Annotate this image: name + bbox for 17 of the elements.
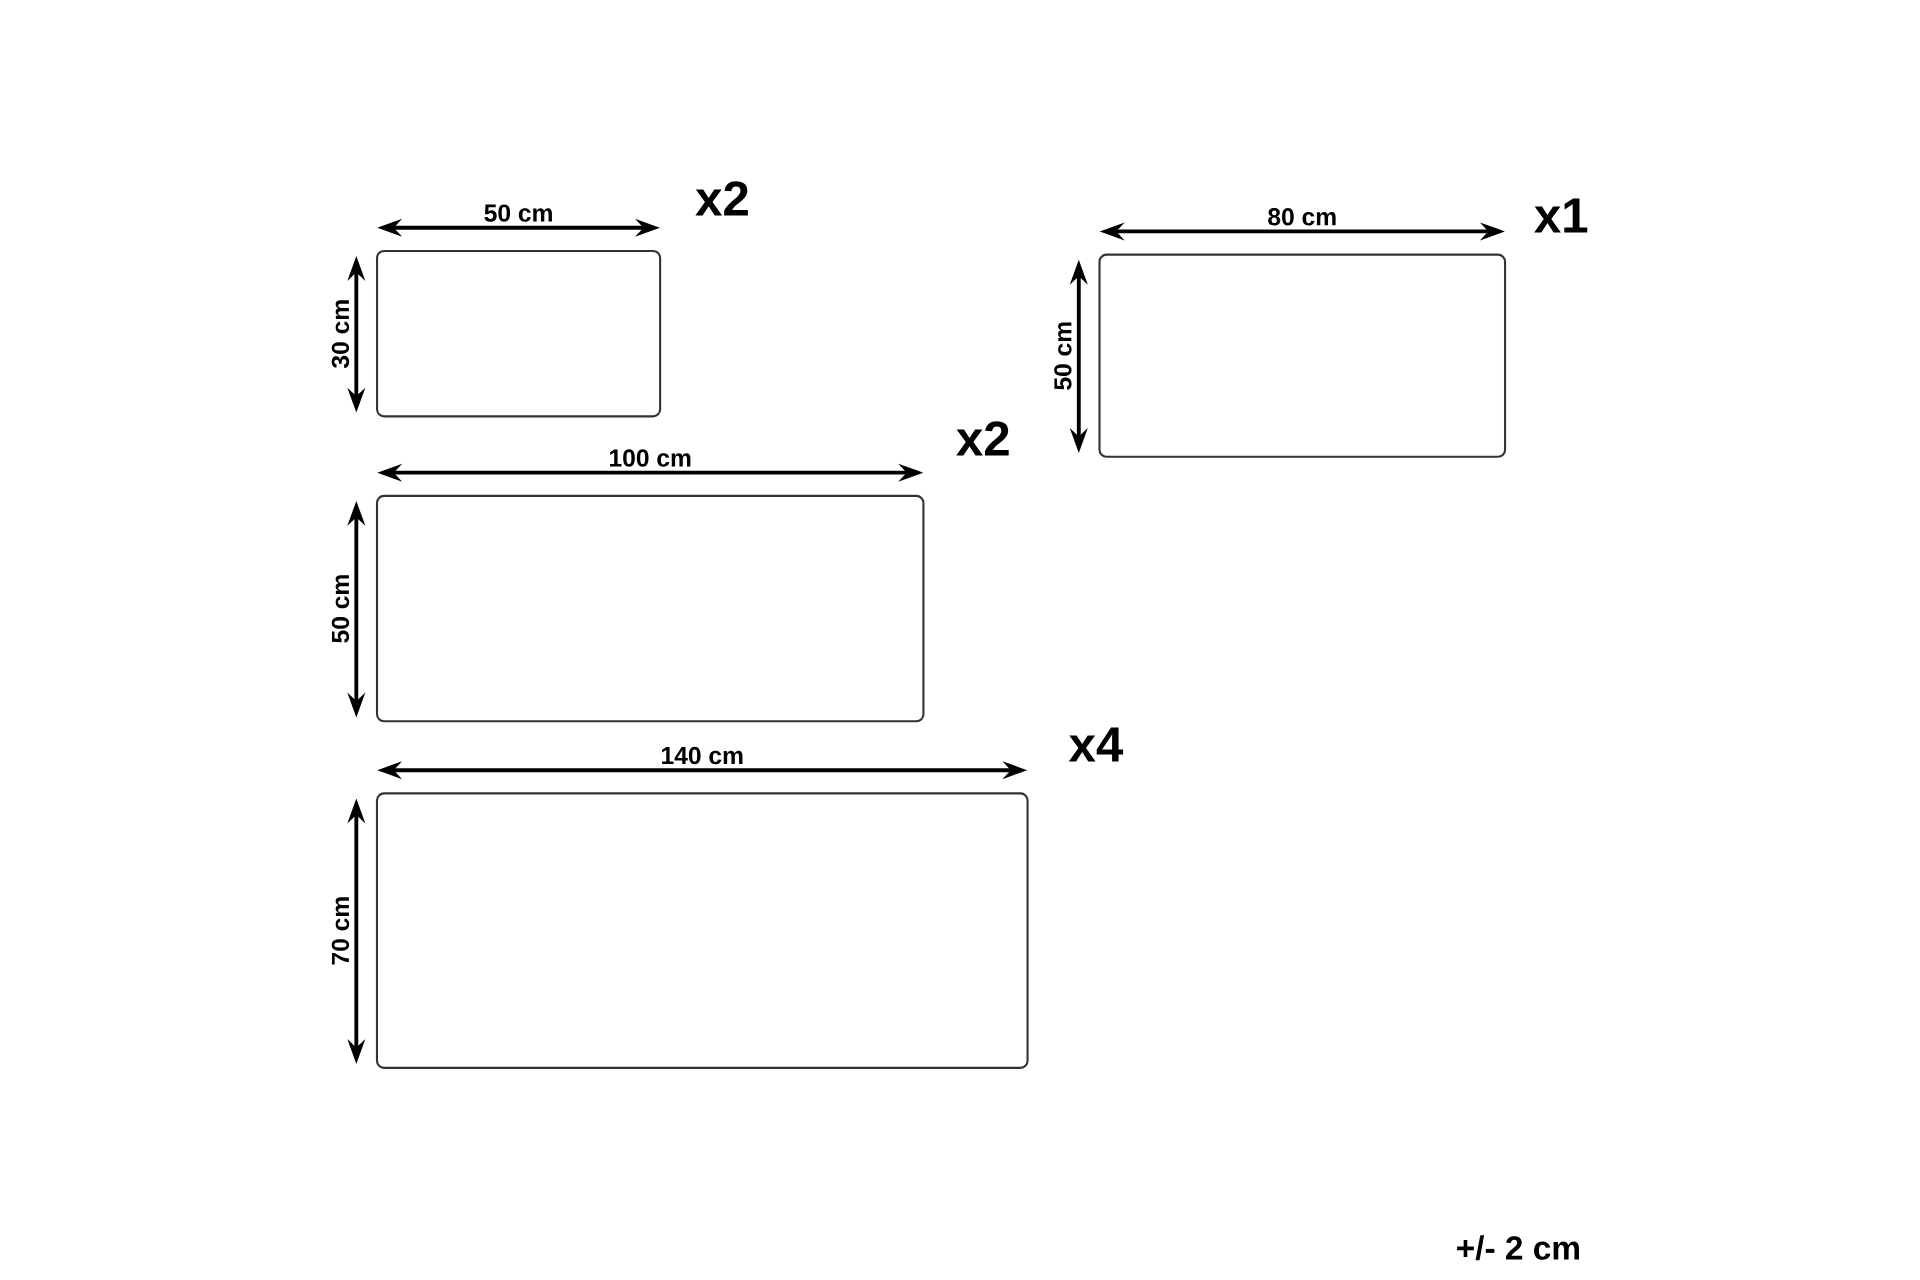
rug-outline <box>375 495 925 723</box>
dimension-label: 50 cm <box>484 204 552 222</box>
dimension-label: 140 cm <box>662 747 743 765</box>
dimension-label: 50 cm <box>331 575 350 643</box>
dimension-label: 80 cm <box>1268 208 1336 226</box>
dimension-label: 70 cm <box>331 897 350 965</box>
dimension-label: 100 cm <box>610 449 691 467</box>
rug-outline <box>1098 253 1507 459</box>
quantity-label: x2 <box>695 181 748 216</box>
quantity-label: x2 <box>956 421 1009 456</box>
dimension-label: 30 cm <box>331 300 350 369</box>
rug-outline <box>375 792 1029 1070</box>
quantity-label: x4 <box>1068 727 1124 762</box>
rug-outline <box>376 250 662 418</box>
dimension-label: 50 cm <box>1054 322 1072 391</box>
quantity-label: x1 <box>1534 198 1588 233</box>
tolerance-note: +/- 2 cm <box>1457 1235 1579 1261</box>
